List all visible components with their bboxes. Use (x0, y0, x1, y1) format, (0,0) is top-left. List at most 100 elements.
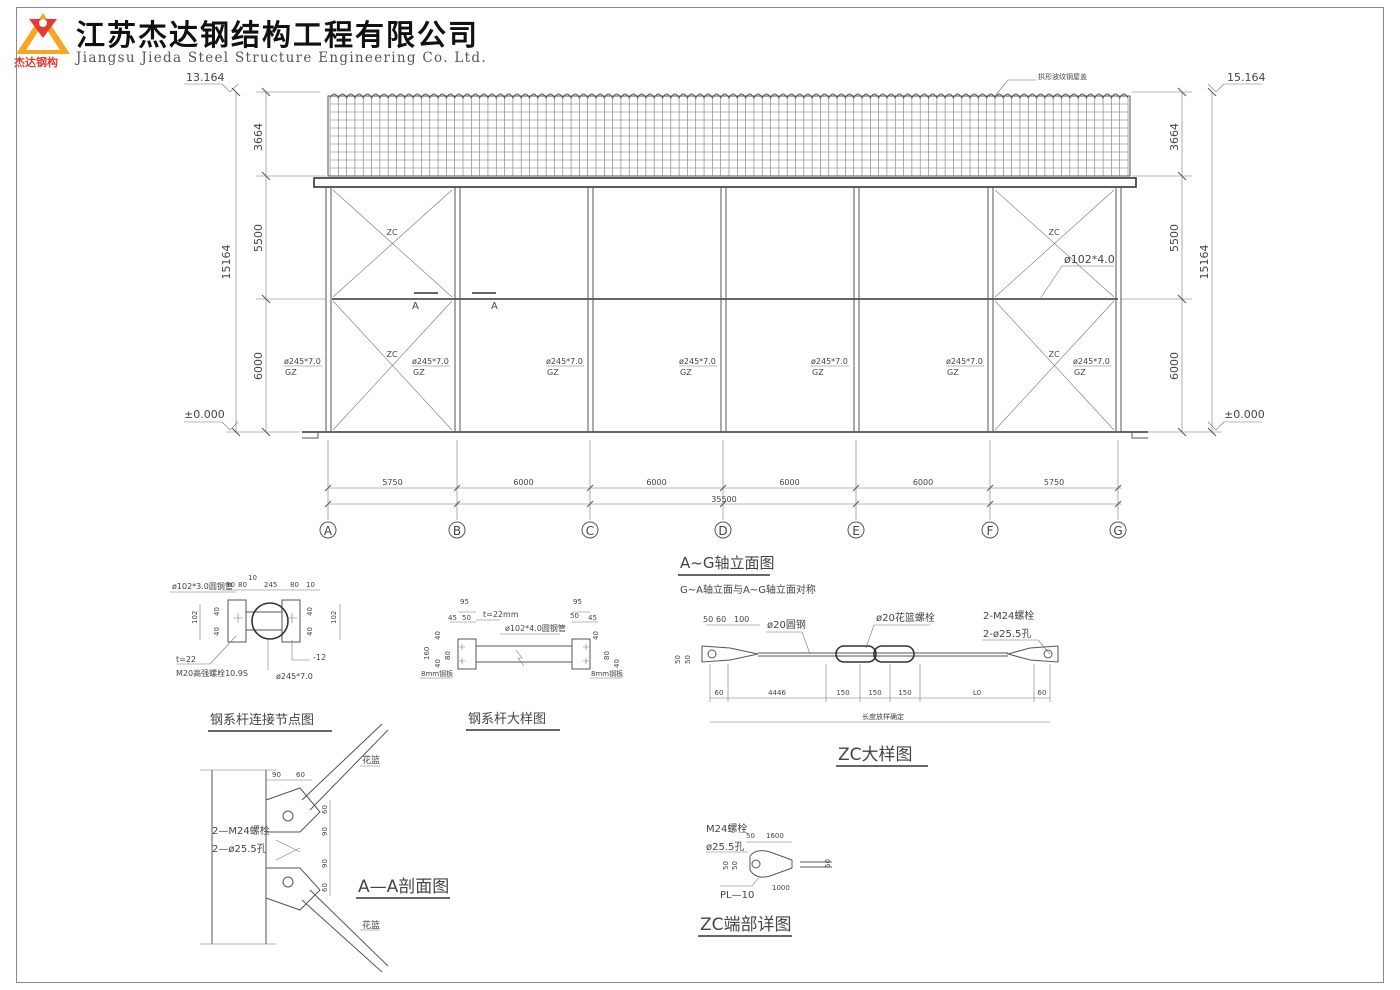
company-name-cn: 江苏杰达钢结构工程有限公司 (76, 18, 480, 52)
zc-side-50a: 50 (674, 655, 682, 664)
zcend-dim-1600: 1600 (766, 832, 784, 840)
zc-bottom-dim: 4446 (768, 689, 786, 697)
zc-bottom-dim: L0 (973, 689, 981, 697)
axis-bubble (581, 521, 599, 539)
aa-side-90a: 90 (321, 827, 329, 836)
aa-top-90: 90 (272, 771, 281, 779)
tie-detail-title: 钢系杆大样图 (468, 712, 546, 727)
gz-label: GZ (947, 368, 959, 377)
drawing-frame (16, 7, 1384, 983)
zc-bottom-dim: 150 (836, 689, 849, 697)
section-marks: A A ø102*4.0 (412, 253, 1115, 312)
aa-label-top: 花篮 (362, 754, 380, 766)
node-side-40d: 40 (306, 627, 314, 636)
dim-tick (1114, 500, 1122, 508)
aa-top-60: 60 (296, 771, 305, 779)
brace (332, 300, 453, 431)
column-section-label: ø245*7.0 (811, 357, 848, 366)
axis-bubble (981, 521, 999, 539)
section-mark-a1: A (412, 301, 419, 312)
dim-tick (324, 484, 332, 492)
column-section-label: ø245*7.0 (1073, 357, 1110, 366)
zcend-plate-label: PL—10 (720, 890, 754, 901)
dim-tick (586, 500, 594, 508)
level-ground-left: ±0.000 (184, 408, 225, 421)
company-name-en: Jiangsu Jieda Steel Structure Engineerin… (76, 50, 487, 66)
tie-side-160: 160 (423, 647, 431, 660)
axis-bubble (1109, 521, 1127, 539)
zcend-side-50a: 50 (722, 861, 730, 870)
node-top-dim: 245 (264, 581, 277, 589)
level-top-right: 15.164 (1227, 71, 1266, 84)
node-top-dim: 80 (290, 581, 299, 589)
zc-label: ZC (387, 350, 398, 359)
level-ground-right: ±0.000 (1224, 408, 1265, 421)
right-dimensions: 3664 5500 6000 15164 15.164 ±0.000 (1120, 71, 1266, 437)
axis-label: B (453, 524, 461, 538)
node-detail-title: 钢系杆连接节点图 (210, 712, 314, 728)
aa-section-title: A—A剖面图 (358, 877, 449, 897)
axis-bubble (448, 521, 466, 539)
gz-label: GZ (285, 368, 297, 377)
bay-dim: 5750 (1044, 478, 1064, 487)
tie-dim-50a: 50 (462, 614, 471, 622)
tie-plate-note-l: 8mm钢板 (421, 669, 453, 678)
tie-dim-95b: 95 (573, 598, 582, 606)
dim-left-3664: 3664 (252, 123, 265, 151)
dim-tick (986, 484, 994, 492)
tie-side-40c: 40 (613, 659, 621, 668)
axis-label: G (1113, 524, 1122, 538)
zc-turnbuckle-label: ø20花篮螺栓 (876, 611, 935, 624)
dim-left-6000: 6000 (252, 352, 265, 380)
columns (325, 187, 1122, 432)
column-section-label: ø245*7.0 (946, 357, 983, 366)
tie-dim-45b: 45 (588, 614, 597, 622)
tie-pipe-label: ø102*4.0圆钢管 (505, 623, 566, 633)
aa-label-bottom: 花篮 (362, 919, 380, 931)
bay-dim: 6000 (646, 478, 666, 487)
tie-side-40a: 40 (434, 631, 442, 640)
dim-right-total: 15164 (1198, 245, 1211, 280)
level-top-left: 13.164 (186, 71, 225, 84)
node-plate-label: t=22 (176, 655, 196, 664)
node-side-40b: 40 (213, 627, 221, 636)
brace (994, 189, 1115, 298)
zcend-hole-label: ø25.5孔 (706, 841, 744, 853)
axis-label: E (852, 524, 860, 538)
column-section-label: ø245*7.0 (546, 357, 583, 366)
gz-label: GZ (413, 368, 425, 377)
zc-bottom-dim: 60 (715, 689, 724, 697)
elevation-subtitle: G~A轴立面与A~G轴立面对称 (680, 583, 816, 596)
zc-dim-50: 50 (703, 615, 713, 624)
axis-label: A (324, 524, 333, 538)
node-column-label: ø245*7.0 (276, 672, 313, 681)
tie-dim-50b: 50 (570, 612, 579, 620)
aa-side-60b: 60 (321, 883, 329, 892)
node-top-dim: 10 (306, 581, 315, 589)
node-side-102-r: 102 (330, 611, 338, 624)
tie-plate-label: t=22mm (483, 610, 519, 619)
tie-plate-note-r: 8mm钢板 (591, 669, 623, 678)
axis-label: C (586, 524, 594, 538)
zc-hole-label: 2-ø25.5孔 (983, 628, 1031, 640)
dim-tick (852, 484, 860, 492)
axis-bubble (847, 521, 865, 539)
axis-label: F (987, 524, 994, 538)
aa-hole-label: 2—ø25.5孔 (212, 843, 267, 855)
node-side-40c: 40 (306, 607, 314, 616)
node-thick-label: -12 (313, 653, 326, 662)
bay-dim: 6000 (779, 478, 799, 487)
section-mark-a2: A (491, 301, 498, 312)
zc-bottom-dim: 150 (868, 689, 881, 697)
zc-detail: 50 60 100 ø20圆钢 ø20花篮螺栓 2-M24螺栓 2-ø25.5孔… (674, 609, 1059, 767)
zc-detail-title: ZC大样图 (838, 745, 913, 765)
company-logo-icon (16, 13, 70, 54)
zcend-side-50b: 50 (731, 861, 739, 870)
zcend-dim-50: 50 (746, 832, 755, 840)
dim-tick (852, 500, 860, 508)
zc-note: 长度放样确定 (862, 712, 904, 721)
gz-label: GZ (812, 368, 824, 377)
